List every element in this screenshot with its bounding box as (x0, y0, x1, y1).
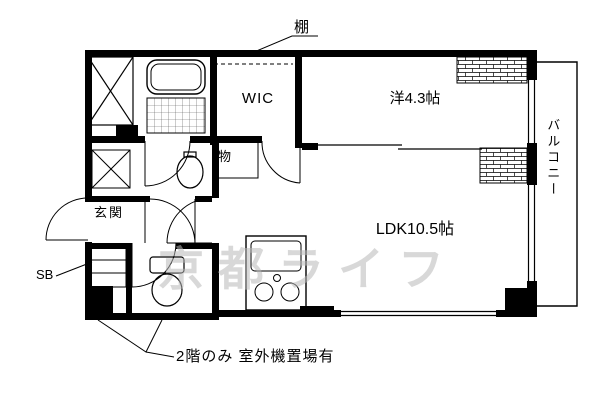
storage-label: 物 (218, 149, 232, 164)
entrance-label: 玄関 (94, 205, 125, 220)
shoe-box-outline (89, 246, 127, 288)
toilet-icon (149, 256, 185, 307)
walls (85, 50, 537, 320)
shoe-box-label: SB (36, 267, 54, 282)
storage-closet-outline (213, 143, 259, 179)
door-arcs (45, 140, 301, 288)
kitchen-icon (245, 235, 307, 311)
wic-room-label: WIC (241, 90, 275, 107)
beam-hatch-blocks (456, 56, 528, 184)
washer-pan-icon (91, 149, 131, 189)
outdoor-unit-note: 2階のみ 室外機置場有 (176, 348, 335, 365)
western-room-label: 洋4.3帖 (389, 90, 441, 107)
windows (341, 80, 536, 317)
sliding-door (317, 144, 482, 150)
balcony-label: バルコニー (545, 118, 561, 198)
ldk-room-label: LDK10.5帖 (375, 221, 455, 238)
balcony-outline (537, 61, 578, 307)
bathtub-icon (146, 59, 206, 134)
shaft-box-icon (87, 56, 134, 126)
shelf-label: 棚 (294, 19, 310, 36)
watermark-text: 京都ライフ (158, 243, 458, 295)
leader-lines (55, 35, 318, 358)
wash-basin-icon (176, 151, 204, 189)
